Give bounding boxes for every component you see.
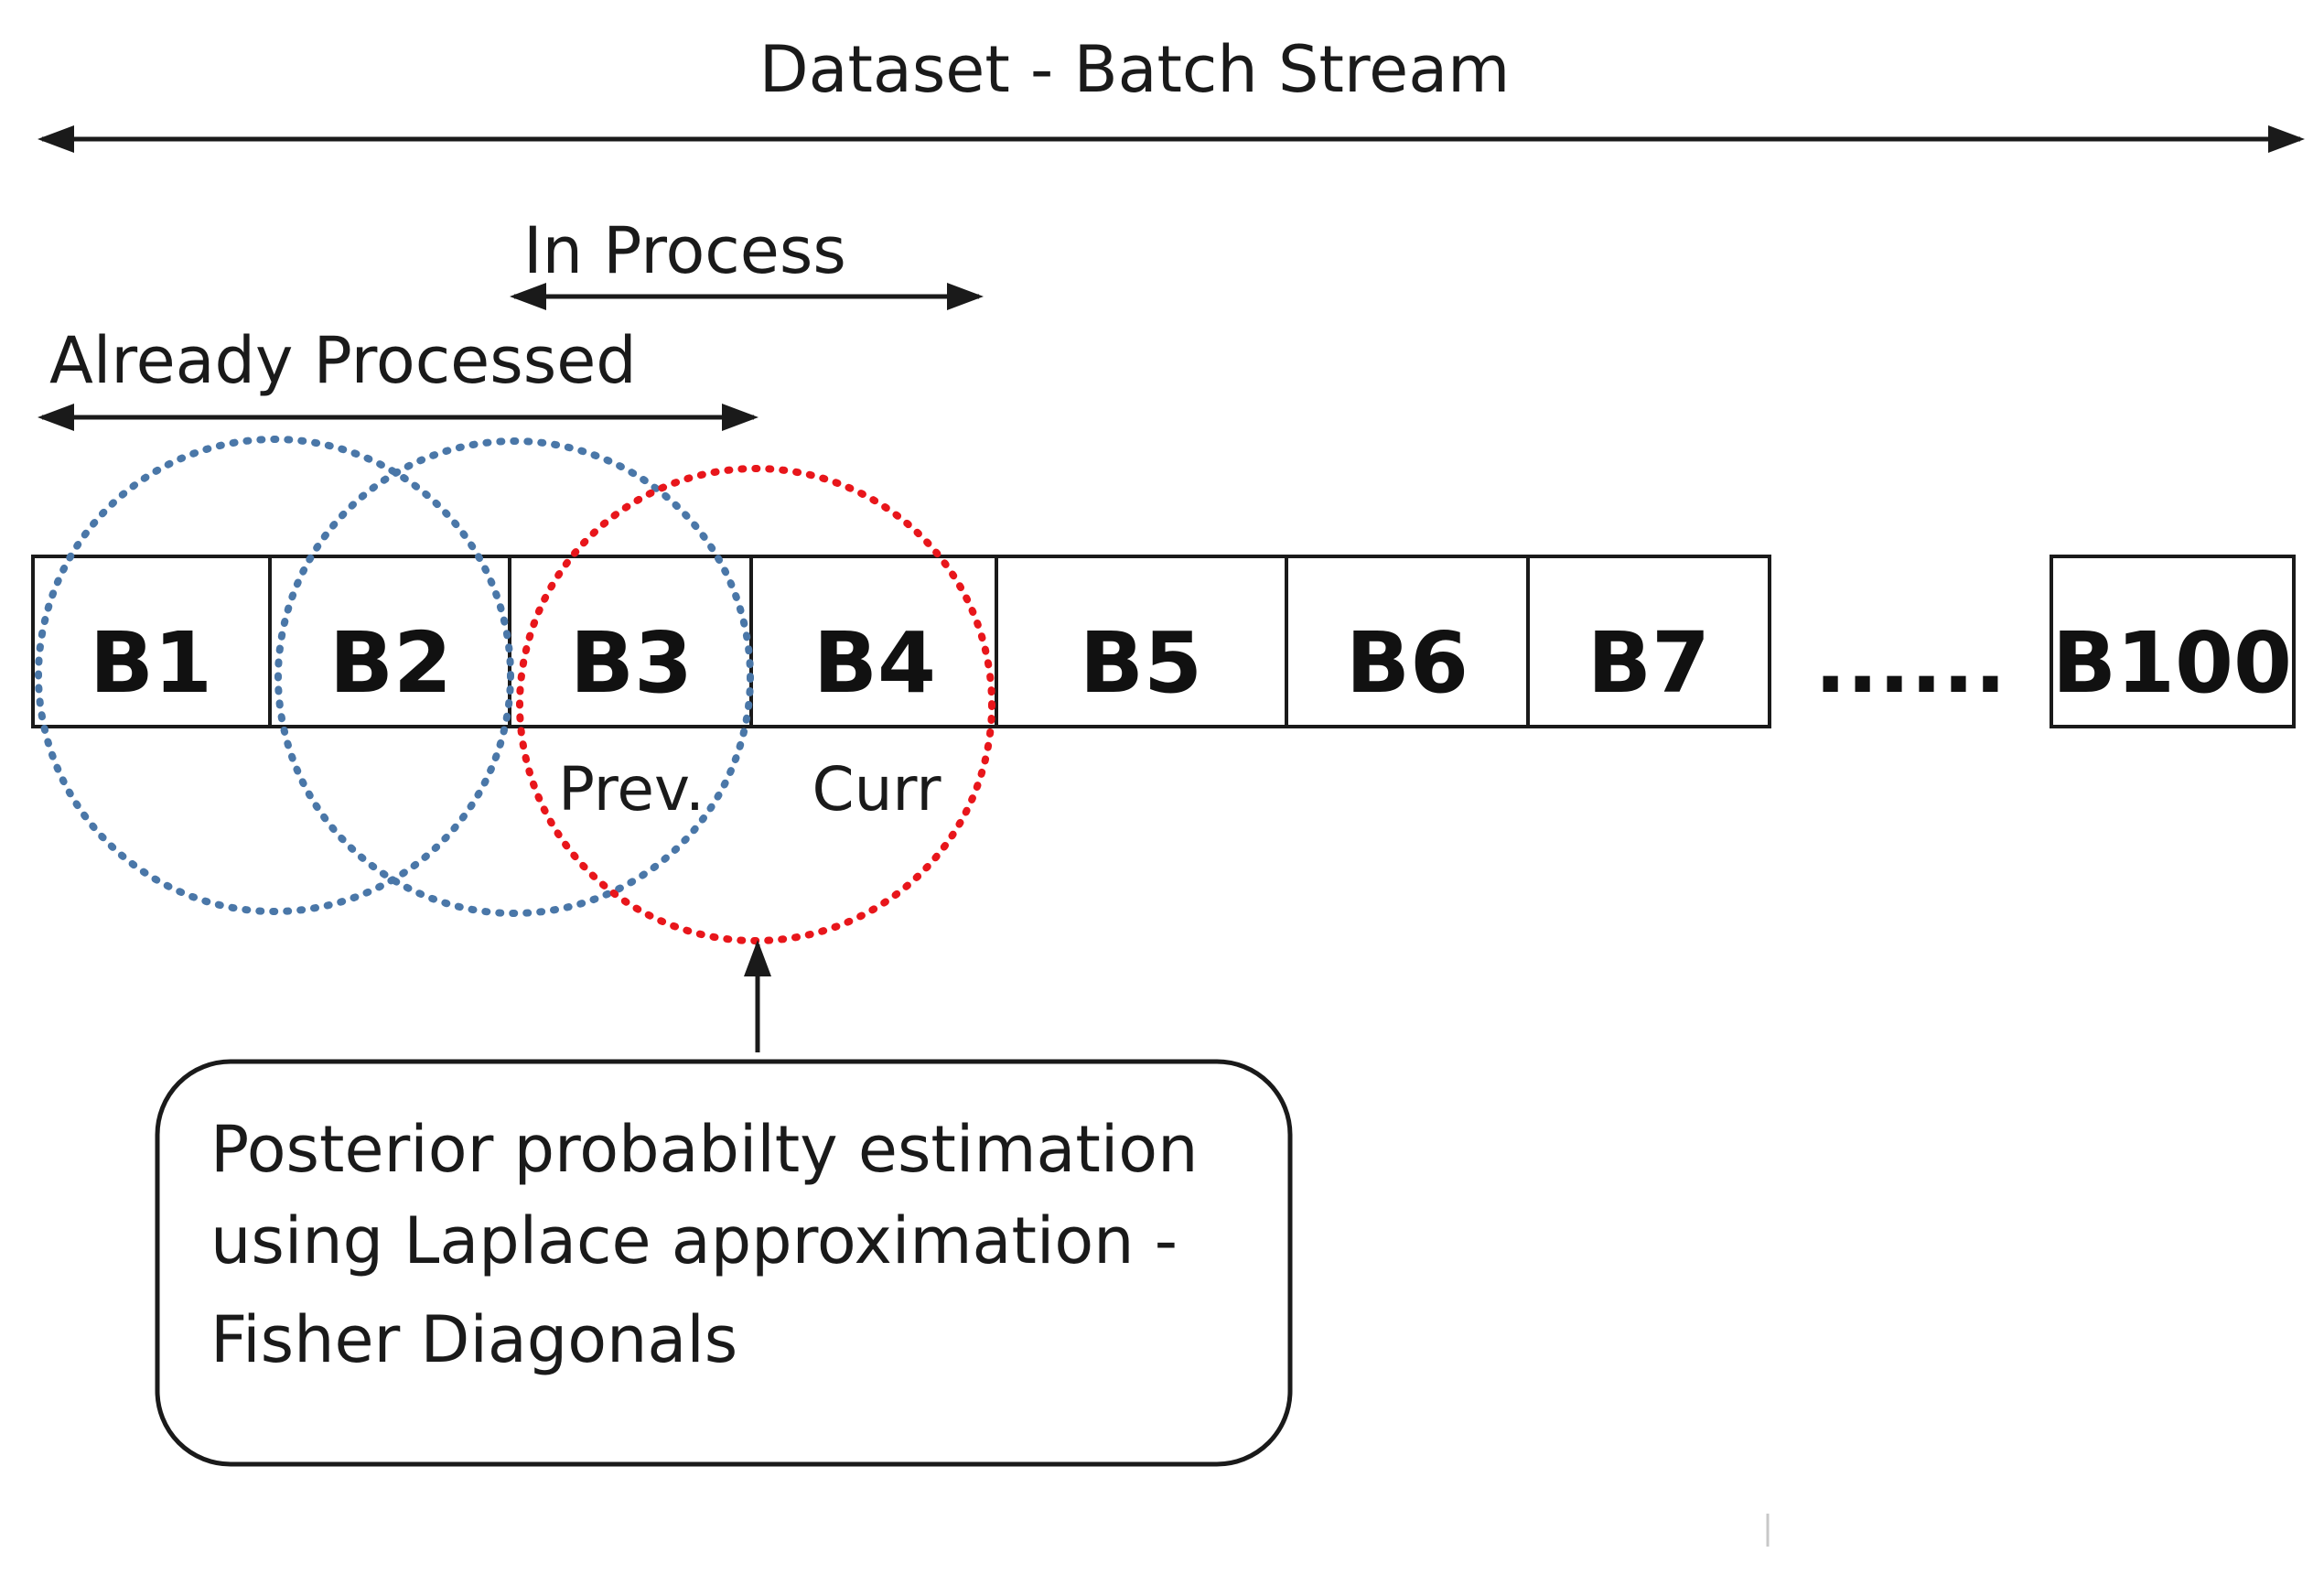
batch-label: B1: [90, 614, 212, 712]
diagram-title: Dataset - Batch Stream: [759, 32, 1511, 107]
note-box: [155, 1059, 1293, 1467]
note-line: Posterior probabilty estimation: [210, 1112, 1199, 1187]
processed-window-ring: [35, 436, 514, 915]
prev-label: Prev.: [558, 754, 705, 825]
batch-label: B3: [570, 614, 693, 712]
batch-strip: B1 B2 B3 B4 B5 B6 B7 ...... B100: [31, 555, 2296, 728]
batch-label: B6: [1346, 614, 1469, 712]
batch-cell-b7: [1526, 555, 1771, 728]
batch-label: B4: [813, 614, 936, 712]
curr-label: Curr: [812, 754, 941, 825]
ellipsis: ......: [1814, 614, 2007, 712]
in-process-label: In Process: [523, 213, 846, 288]
note-line: using Laplace approximation -: [210, 1203, 1178, 1278]
batch-cell-b100: [2050, 555, 2296, 728]
batch-label-last: B100: [2052, 614, 2292, 712]
batch-label: B5: [1080, 614, 1202, 712]
already-processed-label: Already Processed: [49, 323, 637, 398]
processed-window-ring: [274, 437, 754, 917]
batch-label: B7: [1587, 614, 1710, 712]
note-line: Fisher Diagonals: [210, 1302, 737, 1377]
batch-label: B2: [329, 614, 452, 712]
